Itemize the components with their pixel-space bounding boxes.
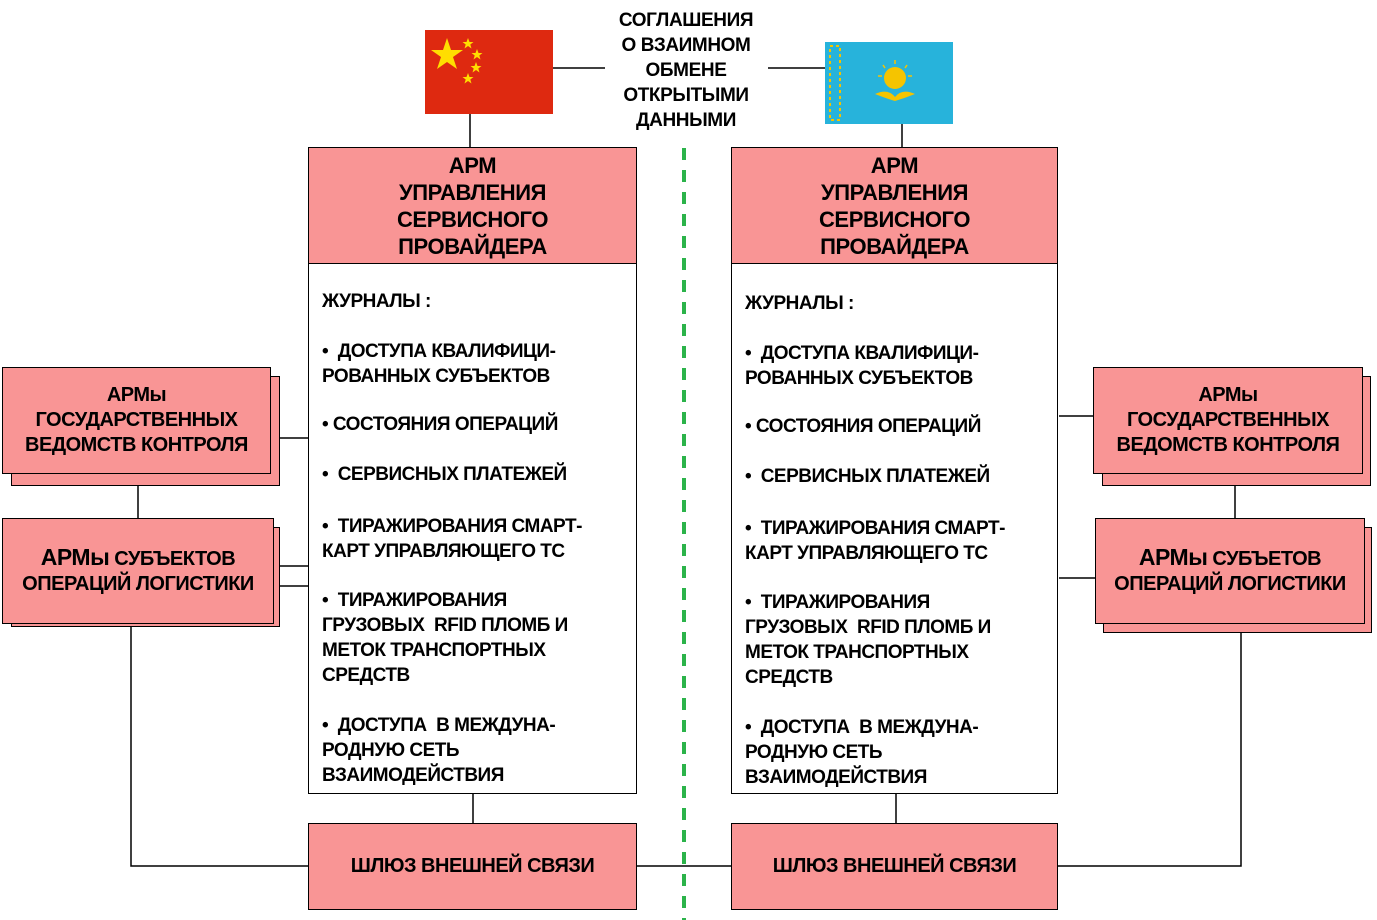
kazakhstan-flag	[825, 42, 953, 124]
small-star-icon	[470, 62, 482, 73]
left-logistics-label-rest: СУБЪЕКТОВ ОПЕРАЦИЙ ЛОГИСТИКИ	[22, 548, 254, 595]
left-journal-item: • ДОСТУПА КВАЛИФИЦИ- РОВАННЫХ СУБЪЕКТОВ	[322, 341, 556, 387]
left-control-agencies-box: АРМы ГОСУДАРСТВЕННЫХ ВЕДОМСТВ КОНТРОЛЯ	[2, 367, 271, 474]
left-journal-item: • СЕРВИСНЫХ ПЛАТЕЖЕЙ	[322, 464, 567, 485]
left-arm-provider-header: АРМ УПРАВЛЕНИЯ СЕРВИСНОГО ПРОВАЙДЕРА	[308, 147, 637, 264]
right-journals-title: ЖУРНАЛЫ :	[745, 293, 854, 314]
left-logistics-label-bold: АРМы	[40, 544, 110, 570]
right-logistics-label: АРМы СУБЪЕТОВ ОПЕРАЦИЙ ЛОГИСТИКИ	[1114, 545, 1346, 597]
right-gateway-box: ШЛЮЗ ВНЕШНЕЙ СВЯЗИ	[731, 823, 1058, 910]
right-journal-item: • ТИРАЖИРОВАНИЯ СМАРТ- КАРТ УПРАВЛЯЮЩЕГО…	[745, 518, 1005, 564]
right-journal-item: • ТИРАЖИРОВАНИЯ ГРУЗОВЫХ RFID ПЛОМБ И МЕ…	[745, 592, 991, 688]
right-logistics-label-rest: СУБЪЕТОВ ОПЕРАЦИЙ ЛОГИСТИКИ	[1114, 548, 1346, 595]
left-gateway-label: ШЛЮЗ ВНЕШНЕЙ СВЯЗИ	[350, 855, 595, 877]
right-control-agencies-label: АРМы ГОСУДАРСТВЕННЫХ ВЕДОМСТВ КОНТРОЛЯ	[1116, 384, 1340, 456]
left-journal-item: • ТИРАЖИРОВАНИЯ СМАРТ- КАРТ УПРАВЛЯЮЩЕГО…	[322, 516, 582, 562]
left-journal-item: • ДОСТУПА В МЕЖДУНА- РОДНУЮ СЕТЬ ВЗАИМОД…	[322, 715, 556, 786]
left-arm-provider-title: АРМ УПРАВЛЕНИЯ СЕРВИСНОГО ПРОВАЙДЕРА	[396, 152, 549, 259]
right-journals-panel: ЖУРНАЛЫ : • ДОСТУПА КВАЛИФИЦИ- РОВАННЫХ …	[731, 263, 1058, 794]
big-star-icon	[431, 38, 463, 69]
small-star-icon	[462, 38, 474, 49]
right-gateway-label: ШЛЮЗ ВНЕШНЕЙ СВЯЗИ	[772, 855, 1017, 877]
left-gateway-box: ШЛЮЗ ВНЕШНЕЙ СВЯЗИ	[308, 823, 637, 910]
right-journal-item: • ДОСТУПА В МЕЖДУНА- РОДНУЮ СЕТЬ ВЗАИМОД…	[745, 717, 979, 788]
agreement-label: СОГЛАШЕНИЯ О ВЗАИМНОМ ОБМЕНЕ ОТКРЫТЫМИ Д…	[618, 10, 754, 131]
right-control-agencies-box: АРМы ГОСУДАРСТВЕННЫХ ВЕДОМСТВ КОНТРОЛЯ	[1093, 367, 1363, 474]
right-journal-item: • СЕРВИСНЫХ ПЛАТЕЖЕЙ	[745, 466, 990, 487]
small-star-icon	[471, 49, 483, 60]
right-logistics-label-bold: АРМы	[1138, 544, 1208, 570]
eagle-icon	[875, 91, 915, 101]
left-logistics-label: АРМы СУБЪЕКТОВ ОПЕРАЦИЙ ЛОГИСТИКИ	[22, 545, 254, 597]
left-logistics-gateway-link	[130, 627, 308, 867]
left-logistics-box: АРМы СУБЪЕКТОВ ОПЕРАЦИЙ ЛОГИСТИКИ	[2, 518, 274, 624]
left-journals-title: ЖУРНАЛЫ :	[322, 291, 431, 312]
left-journals-panel: ЖУРНАЛЫ : • ДОСТУПА КВАЛИФИЦИ- РОВАННЫХ …	[308, 263, 637, 794]
right-journal-item: • СОСТОЯНИЯ ОПЕРАЦИЙ	[745, 416, 981, 437]
left-journal-item: • ТИРАЖИРОВАНИЯ ГРУЗОВЫХ RFID ПЛОМБ И МЕ…	[322, 590, 568, 686]
right-logistics-gateway-link	[1057, 633, 1242, 867]
sun-icon	[884, 67, 906, 89]
right-arm-provider-title: АРМ УПРАВЛЕНИЯ СЕРВИСНОГО ПРОВАЙДЕРА	[818, 152, 971, 259]
left-control-agencies-label: АРМы ГОСУДАРСТВЕННЫХ ВЕДОМСТВ КОНТРОЛЯ	[25, 384, 248, 456]
left-journal-item: • СОСТОЯНИЯ ОПЕРАЦИЙ	[322, 414, 558, 435]
small-star-icon	[462, 73, 474, 84]
china-flag	[425, 30, 553, 114]
right-journal-item: • ДОСТУПА КВАЛИФИЦИ- РОВАННЫХ СУБЪЕКТОВ	[745, 343, 979, 389]
right-logistics-box: АРМы СУБЪЕТОВ ОПЕРАЦИЙ ЛОГИСТИКИ	[1095, 518, 1365, 624]
right-arm-provider-header: АРМ УПРАВЛЕНИЯ СЕРВИСНОГО ПРОВАЙДЕРА	[731, 147, 1058, 264]
